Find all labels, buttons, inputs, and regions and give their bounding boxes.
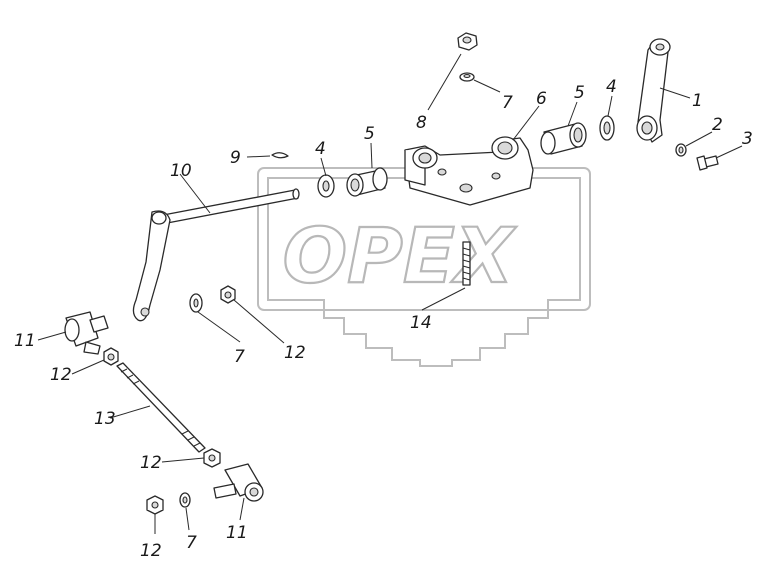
- callout-3: 3: [742, 129, 753, 149]
- washer-part-7-bottom: [179, 492, 191, 508]
- callout-12-bottom: 12: [140, 541, 162, 561]
- nut-part-12-middle: [220, 285, 236, 304]
- key-part-9: [271, 152, 289, 159]
- bushing-part-5-right: [540, 122, 587, 155]
- callout-6: 6: [536, 89, 547, 109]
- callout-12-upper: 12: [50, 365, 72, 385]
- callout-11-upper: 11: [14, 331, 36, 351]
- washer-part-7-top: [459, 72, 475, 82]
- watermark-text: OPEX: [283, 211, 517, 300]
- bolt-part-3: [696, 155, 719, 171]
- bushing-part-5-left: [346, 167, 388, 197]
- nut-part-12-upper: [103, 347, 119, 366]
- callout-11-lower: 11: [226, 523, 248, 543]
- nut-part-12-bottom: [146, 495, 164, 515]
- washer-part-4-right: [599, 115, 615, 141]
- callout-4-right: 4: [606, 77, 617, 97]
- stud-part-14: [462, 241, 471, 286]
- callout-9: 9: [230, 148, 241, 168]
- callout-14: 14: [410, 313, 432, 333]
- callout-8: 8: [416, 113, 427, 133]
- washer-part-7-middle: [189, 293, 203, 313]
- callout-2: 2: [712, 115, 723, 135]
- nut-part-12-lower: [203, 448, 221, 468]
- washer-part-4-left: [317, 174, 335, 198]
- ball-joint-part-11-upper: [64, 311, 109, 355]
- callout-labels: 1 2 3 4 4 5 5 6 7 7 7 8 9 10 11 11 12 12…: [14, 77, 753, 561]
- callout-12-middle: 12: [284, 343, 306, 363]
- callout-7-bottom: 7: [186, 533, 197, 553]
- callout-4-left: 4: [315, 139, 326, 159]
- bracket-part-6: [404, 136, 534, 206]
- callout-5-right: 5: [574, 83, 585, 103]
- washer-part-2: [675, 143, 687, 157]
- callout-1: 1: [692, 91, 703, 111]
- ball-joint-part-11-lower: [213, 463, 264, 502]
- shaft-part-10: [132, 188, 300, 322]
- callout-13: 13: [94, 409, 116, 429]
- rod-part-13: [116, 362, 206, 453]
- nut-part-8: [457, 32, 478, 51]
- callout-10: 10: [170, 161, 192, 181]
- callout-12-lower: 12: [140, 453, 162, 473]
- callout-7-middle: 7: [234, 347, 245, 367]
- lever-part-1: [636, 38, 671, 143]
- callout-7-top: 7: [502, 93, 513, 113]
- leader-lines: [37, 53, 743, 534]
- callout-5-left: 5: [364, 124, 375, 144]
